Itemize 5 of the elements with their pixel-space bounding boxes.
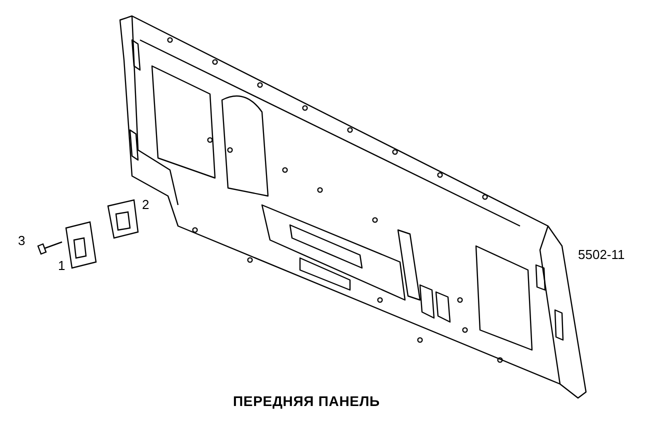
callout-number: 5502-11: [578, 248, 625, 261]
callout-number: 1: [58, 259, 66, 272]
callout-number: 2: [142, 198, 150, 211]
caption: ПЕРЕДНЯЯ ПАНЕЛЬ: [233, 394, 380, 408]
callout-number: 3: [18, 234, 26, 247]
